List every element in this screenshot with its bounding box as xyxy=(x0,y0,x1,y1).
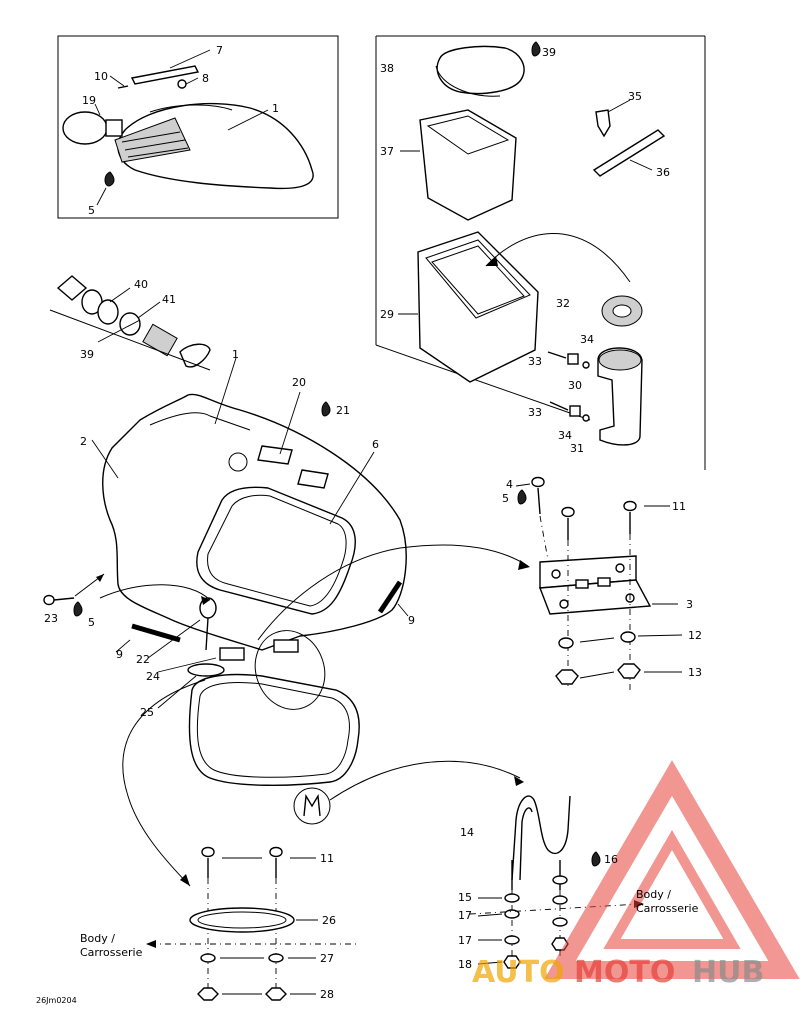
label-1-main: 1 xyxy=(232,348,239,361)
label-21: 21 xyxy=(336,404,350,417)
label-17a: 17 xyxy=(458,909,472,922)
storage-box-group xyxy=(375,35,706,470)
label-19: 19 xyxy=(82,94,96,107)
body-note-right-2: Carrosserie xyxy=(636,902,699,915)
label-28: 28 xyxy=(320,988,334,1001)
label-2: 2 xyxy=(80,435,87,448)
hinge-hardware xyxy=(515,476,683,690)
label-33b: 33 xyxy=(528,406,542,419)
watermark-text: AUTO MOTO HUB xyxy=(472,955,764,990)
lower-fasteners-left xyxy=(146,846,360,1001)
label-11-bottom: 11 xyxy=(320,852,334,865)
label-40: 40 xyxy=(134,278,148,291)
label-38: 38 xyxy=(380,62,394,75)
label-31: 31 xyxy=(570,442,584,455)
label-23: 23 xyxy=(44,612,58,625)
main-compartment xyxy=(43,357,530,709)
label-5-screw: 5 xyxy=(88,616,95,629)
watermark-logo xyxy=(544,760,800,979)
svg-text:MOTO: MOTO xyxy=(574,955,675,990)
label-41: 41 xyxy=(162,293,176,306)
label-37: 37 xyxy=(380,145,394,158)
label-7: 7 xyxy=(216,44,223,57)
svg-text:HUB: HUB xyxy=(692,955,764,990)
part-labels: 7 10 8 19 1 5 38 39 35 37 36 29 32 34 33… xyxy=(36,44,702,1005)
label-24: 24 xyxy=(146,670,160,683)
label-6: 6 xyxy=(372,438,379,451)
label-5-hinge: 5 xyxy=(502,492,509,505)
lower-lid xyxy=(122,630,524,887)
label-26: 26 xyxy=(322,914,336,927)
label-36: 36 xyxy=(656,166,670,179)
label-13: 13 xyxy=(688,666,702,679)
lock-assembly xyxy=(49,275,211,371)
label-4: 4 xyxy=(506,478,513,491)
label-34a: 34 xyxy=(580,333,594,346)
label-10: 10 xyxy=(94,70,108,83)
label-20: 20 xyxy=(292,376,306,389)
label-8: 8 xyxy=(202,72,209,85)
label-39-lid: 39 xyxy=(542,46,556,59)
label-15: 15 xyxy=(458,891,472,904)
label-9-left: 9 xyxy=(116,648,123,661)
label-18: 18 xyxy=(458,958,472,971)
label-9-right: 9 xyxy=(408,614,415,627)
svg-text:AUTO: AUTO xyxy=(472,955,565,990)
label-32: 32 xyxy=(556,297,570,310)
label-11-top: 11 xyxy=(672,500,686,513)
label-14: 14 xyxy=(460,826,474,839)
label-33a: 33 xyxy=(528,355,542,368)
label-12: 12 xyxy=(688,629,702,642)
body-note-left-2: Carrosserie xyxy=(80,946,143,959)
label-22: 22 xyxy=(136,653,150,666)
label-27: 27 xyxy=(320,952,334,965)
label-35: 35 xyxy=(628,90,642,103)
inset-box-accessory xyxy=(57,35,339,219)
label-30: 30 xyxy=(568,379,582,392)
label-3: 3 xyxy=(686,598,693,611)
label-16: 16 xyxy=(604,853,618,866)
body-note-right-1: Body / xyxy=(636,888,671,901)
label-39-lock: 39 xyxy=(80,348,94,361)
label-34b: 34 xyxy=(558,429,572,442)
label-29: 29 xyxy=(380,308,394,321)
label-17b: 17 xyxy=(458,934,472,947)
label-25: 25 xyxy=(140,706,154,719)
diagram-code: 26Jm0204 xyxy=(36,996,77,1005)
drop-icon xyxy=(321,41,541,417)
label-5-inset: 5 xyxy=(88,204,95,217)
label-1-inset: 1 xyxy=(272,102,279,115)
body-note-left-1: Body / xyxy=(80,932,115,945)
